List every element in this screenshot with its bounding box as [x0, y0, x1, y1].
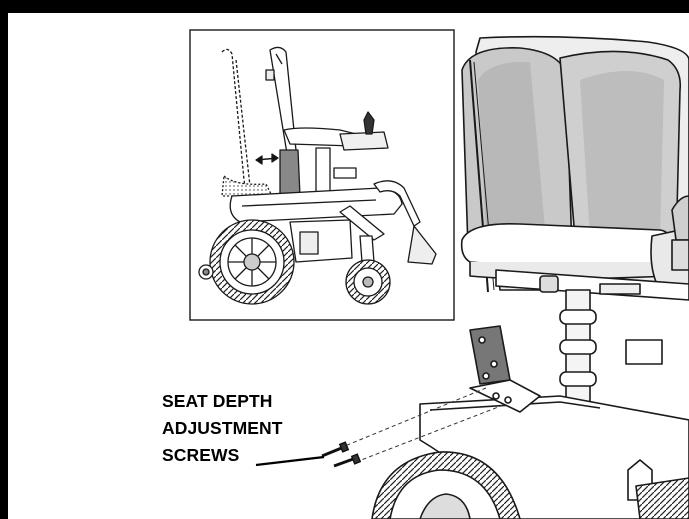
callout-leader-line — [255, 455, 325, 467]
screw-icon — [321, 441, 362, 468]
callout-line-2: ADJUSTMENT — [162, 418, 283, 438]
main-wheelchair-icon — [371, 35, 689, 519]
callout-line-3: SCREWS — [162, 445, 240, 465]
seat-depth-adjustment-screws-label: SEAT DEPTH ADJUSTMENT SCREWS — [162, 388, 283, 469]
callout-line-1: SEAT DEPTH — [162, 391, 273, 411]
screw-alignment-lines — [339, 387, 507, 463]
wheelchair-side-view-icon — [198, 46, 437, 305]
